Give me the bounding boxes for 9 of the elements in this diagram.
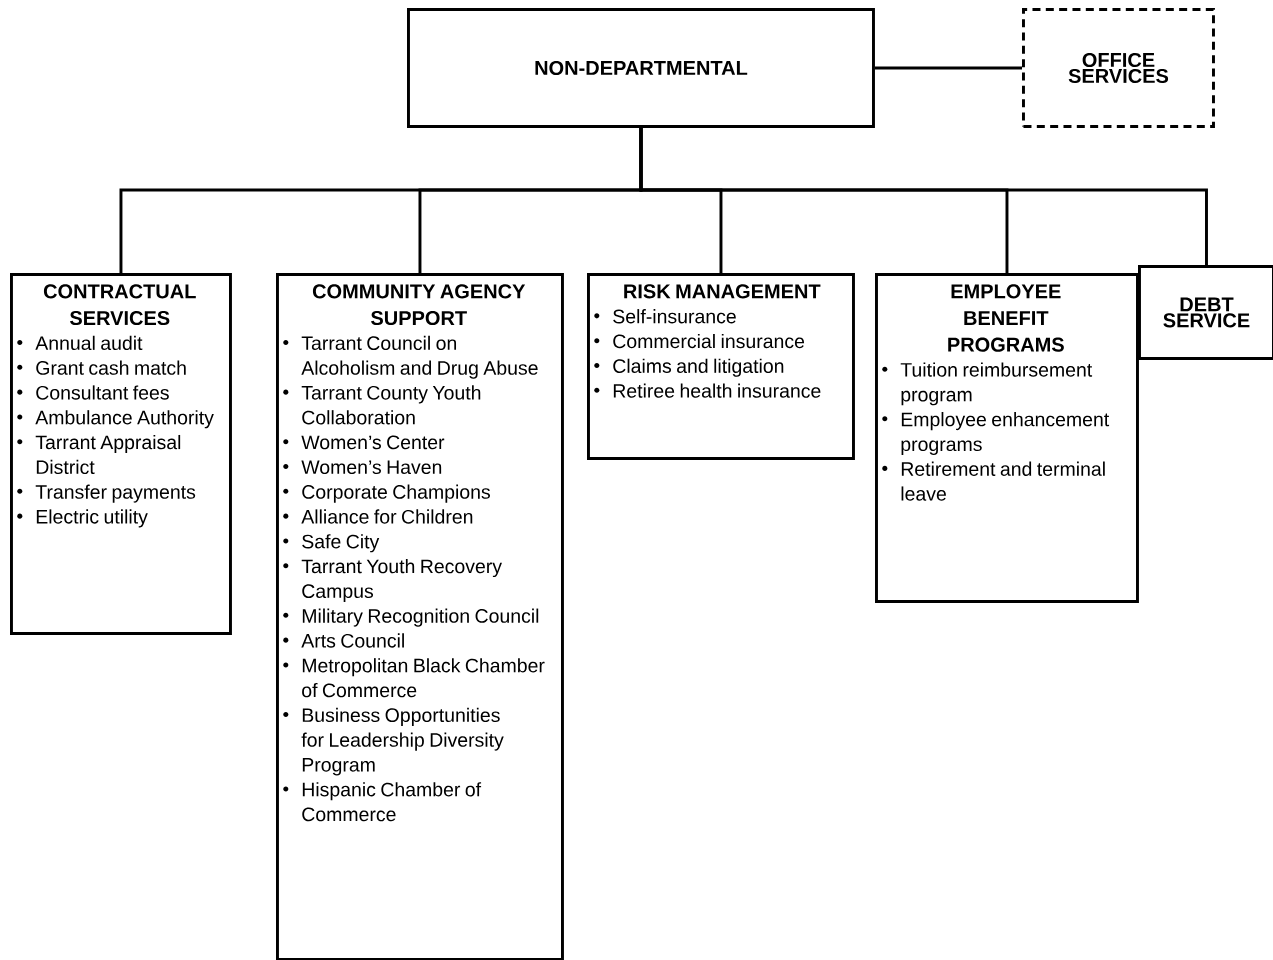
list-box: EMPLOYEE BENEFIT PROGRAMS Tuition reimbursement program Employee enhancement programs Retirement and terminal leave — [875, 273, 1139, 603]
department-box: NON-DEPARTMENTAL — [407, 8, 875, 128]
connector — [874, 66, 1022, 70]
office-box: OFFICE SERVICES — [1022, 8, 1215, 128]
list-box: RISK MANAGEMENT Self-insurance Commercial insurance Claims and litigation Retiree health insurance — [587, 273, 855, 460]
list-box: COMMUNITY AGENCY SUPPORT Tarrant Council on Alcoholism and Drug Abuse Tarrant County Youth Collaboration Women’s Center Women’s Haven Corporate Champions Alliance for Children Safe City Tarrant Youth Recovery Campus Military Recognition Council Arts Council Metropolitan Black Chamber of Commerce Business Opportunities for Leadership Diversity Program Hispanic Chamber of Commerce — [276, 273, 564, 960]
list-box: CONTRACTUAL SERVICES Annual audit Grant cash match Consultant fees Ambulance Authority Tarrant Appraisal District Transfer payments Electric utility — [10, 273, 232, 635]
department-box: DEBT SERVICE — [1138, 265, 1273, 360]
connector — [639, 127, 1208, 265]
